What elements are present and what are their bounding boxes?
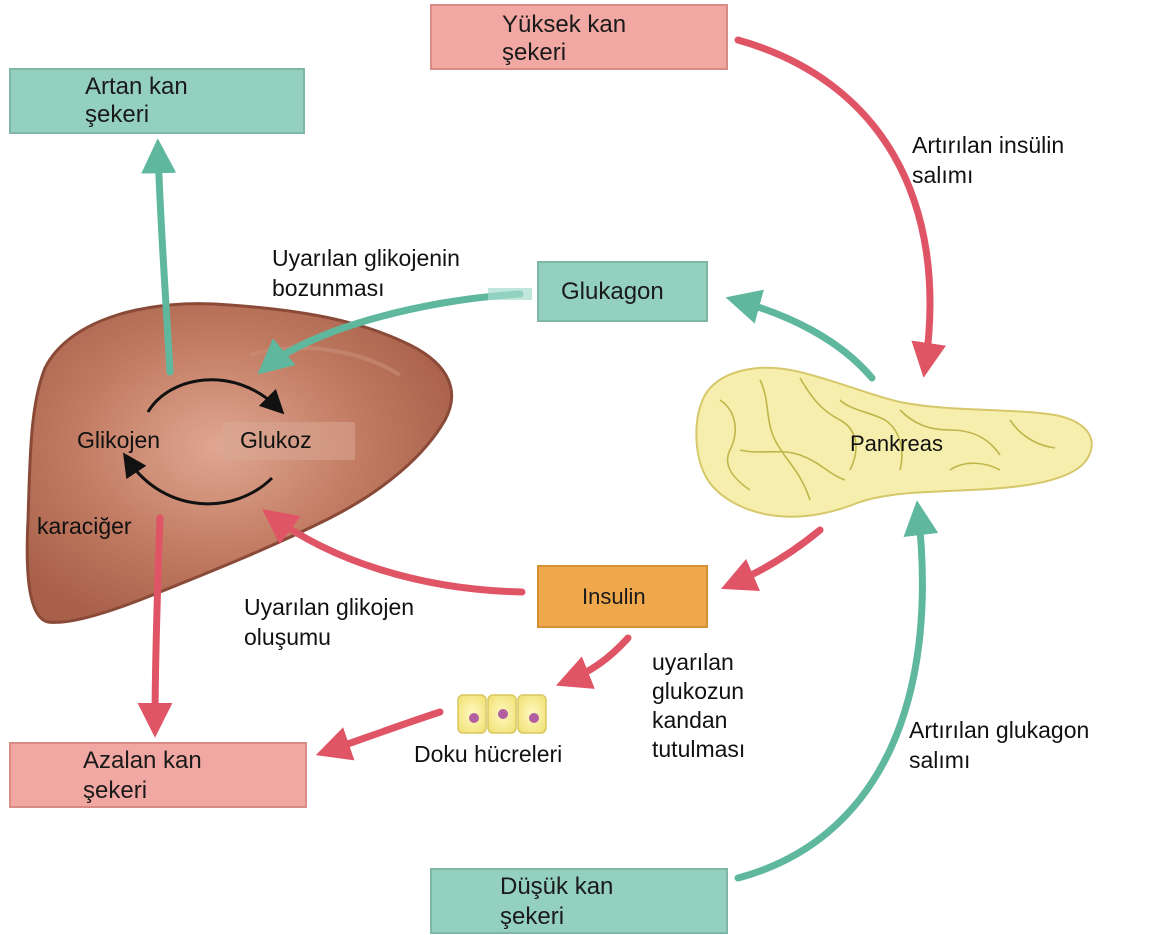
glucose-uptake-label: uyarılan glukozun kandan tutulması	[652, 648, 745, 764]
label-line: kandan	[652, 706, 745, 735]
box-line: Azalan kan	[83, 746, 202, 776]
decreased-blood-sugar-box: Azalan kan şekeri	[9, 742, 307, 808]
box-line: Düşük kan	[500, 872, 613, 902]
label-line: salımı	[909, 745, 1089, 775]
glycogen-formation-label: Uyarılan glikojen oluşumu	[244, 592, 414, 652]
label-line: bozunması	[272, 273, 460, 303]
tissue-cells-illustration	[458, 695, 546, 733]
glucagon-box: Glukagon	[537, 261, 708, 322]
tissue-cells-label: Doku hücreleri	[414, 739, 562, 769]
label-line: Uyarılan glikojenin	[272, 243, 460, 273]
glucagon-release-label: Artırılan glukagon salımı	[909, 715, 1089, 775]
label-line: tutulması	[652, 735, 745, 764]
pancreas-label: Pankreas	[850, 429, 943, 459]
insulin-label: Insulin	[582, 582, 646, 612]
increased-blood-sugar-box: Artan kan şekeri	[9, 68, 305, 134]
label-line: uyarılan	[652, 648, 745, 677]
label-line: Artırılan glukagon	[909, 715, 1089, 745]
box-line: Yüksek kan	[502, 10, 626, 40]
high-blood-sugar-box: Yüksek kan şekeri	[430, 4, 728, 70]
glycogen-breakdown-label: Uyarılan glikojenin bozunması	[272, 243, 460, 303]
label-line: Uyarılan glikojen	[244, 592, 414, 622]
label-line: salımı	[912, 160, 1064, 190]
label-line: oluşumu	[244, 622, 414, 652]
glycogen-label: Glikojen	[77, 425, 160, 455]
box-line: şekeri	[83, 776, 147, 806]
glucagon-label: Glukagon	[561, 277, 664, 307]
box-line: şekeri	[500, 902, 564, 932]
insulin-box: Insulin	[537, 565, 708, 628]
label-line: Artırılan insülin	[912, 130, 1064, 160]
box-line: Artan kan	[85, 72, 188, 102]
low-blood-sugar-box: Düşük kan şekeri	[430, 868, 728, 934]
box-line: şekeri	[85, 100, 149, 130]
label-line: glukozun	[652, 677, 745, 706]
insulin-release-label: Artırılan insülin salımı	[912, 130, 1064, 190]
liver-label: karaciğer	[37, 511, 132, 541]
box-line: şekeri	[502, 38, 566, 68]
glucose-label: Glukoz	[240, 425, 312, 455]
